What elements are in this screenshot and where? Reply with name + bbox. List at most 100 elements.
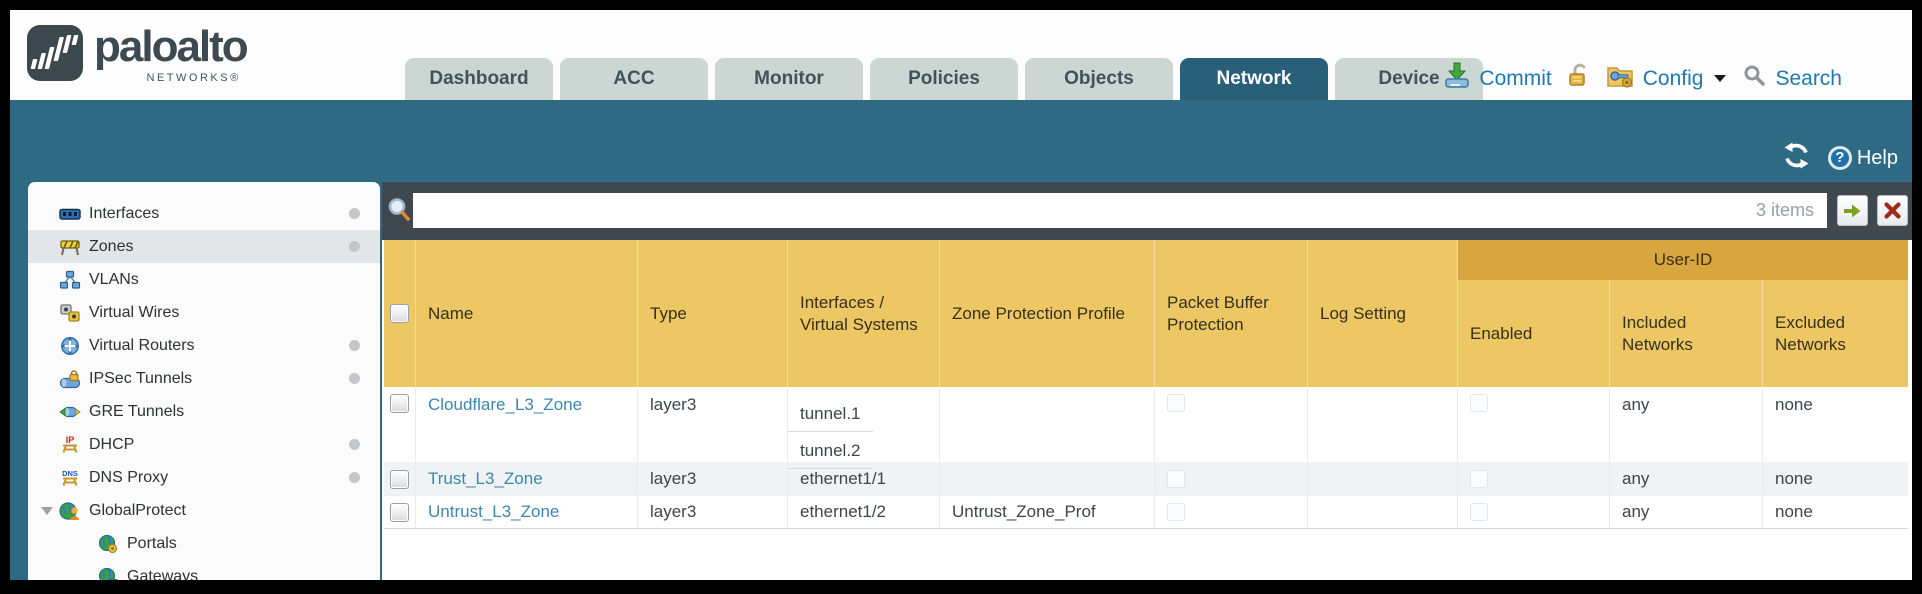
config-button[interactable]: Config xyxy=(1642,66,1704,90)
zone-name-link[interactable]: Trust_L3_Zone xyxy=(428,469,543,488)
select-all-checkbox[interactable] xyxy=(390,304,409,323)
logo-networks-text: NETWORKS® xyxy=(146,72,241,84)
column-header-excluded-networks[interactable]: Excluded Networks xyxy=(1775,312,1846,354)
sidebar-item-label: DHCP xyxy=(89,435,135,453)
excluded-networks-cell: none xyxy=(1775,469,1813,488)
zone-type-cell: layer3 xyxy=(638,463,788,495)
apply-filter-button[interactable] xyxy=(1837,195,1868,226)
column-header-packet-buffer-protection[interactable]: Packet Buffer Protection xyxy=(1155,240,1308,387)
packet-buffer-protection-checkbox[interactable] xyxy=(1167,503,1185,521)
gre-tunnels-icon xyxy=(58,402,82,422)
sidebar-item-dns-proxy[interactable]: DNS DNS Proxy xyxy=(28,461,380,494)
sidebar-item-gateways[interactable]: Gateways xyxy=(28,560,380,580)
sidebar-item-interfaces[interactable]: Interfaces xyxy=(28,197,380,230)
log-setting-cell xyxy=(1308,463,1458,495)
user-id-enabled-checkbox[interactable] xyxy=(1470,503,1488,521)
column-header-interfaces[interactable]: Interfaces / Virtual Systems xyxy=(788,240,940,387)
refresh-icon[interactable] xyxy=(1783,142,1810,174)
row-checkbox[interactable] xyxy=(390,502,409,522)
sidebar-item-label: VLANs xyxy=(89,270,139,288)
packet-buffer-protection-checkbox[interactable] xyxy=(1167,470,1185,488)
filter-search-icon xyxy=(387,197,412,228)
user-id-column-group: User-ID Enabled Included Networks Exclud… xyxy=(1458,240,1908,387)
row-checkbox[interactable] xyxy=(390,469,409,489)
sidebar-item-globalprotect[interactable]: GlobalProtect xyxy=(28,494,380,527)
sidebar-item-label: Virtual Routers xyxy=(89,336,195,354)
column-header-zone-protection-profile[interactable]: Zone Protection Profile xyxy=(940,240,1155,387)
lock-icon[interactable] xyxy=(1567,63,1591,95)
column-header-type[interactable]: Type xyxy=(638,240,788,387)
chevron-down-icon[interactable] xyxy=(1714,75,1727,82)
paloalto-logo: paloalto NETWORKS® xyxy=(26,22,249,88)
column-header-name[interactable]: Name xyxy=(416,240,638,387)
sidebar-item-label: Zones xyxy=(89,237,134,255)
included-networks-cell: any xyxy=(1610,387,1763,462)
table-row-cloudflare-l3-zone: Cloudflare_L3_Zone layer3 tunnel.1 tunne… xyxy=(384,387,1908,469)
commit-icon xyxy=(1444,62,1470,95)
vlans-icon xyxy=(58,270,82,290)
collapse-expander-icon[interactable] xyxy=(41,506,53,515)
green-arrow-icon xyxy=(1844,204,1861,217)
zone-interfaces-cell: ethernet1/2 xyxy=(788,496,940,528)
tab-acc[interactable]: ACC xyxy=(560,58,708,100)
sidebar-item-dhcp[interactable]: IP DHCP xyxy=(28,428,380,461)
sidebar-item-ipsec-tunnels[interactable]: IPSec Tunnels xyxy=(28,362,380,395)
tab-policies[interactable]: Policies xyxy=(870,58,1018,100)
red-x-icon xyxy=(1884,202,1901,219)
sidebar-item-label: DNS Proxy xyxy=(89,468,169,486)
main-content: 3 items Name Type Interfaces / Vir xyxy=(382,182,1912,580)
excluded-networks-cell: none xyxy=(1775,395,1813,414)
sidebar-item-vlans[interactable]: VLANs xyxy=(28,263,380,296)
user-id-enabled-checkbox[interactable] xyxy=(1470,470,1488,488)
zone-protection-profile-cell xyxy=(940,387,1155,462)
excluded-networks-cell: none xyxy=(1775,502,1813,521)
search-button[interactable]: Search xyxy=(1775,66,1842,90)
table-row-trust-l3-zone: Trust_L3_Zone layer3 ethernet1/1 any non… xyxy=(384,463,1908,496)
tab-network[interactable]: Network xyxy=(1180,58,1328,100)
zone-interfaces-cell: ethernet1/1 xyxy=(788,463,940,495)
sidebar-item-label: Portals xyxy=(127,534,177,552)
logo-wordmark: paloalto xyxy=(94,22,249,71)
tab-monitor[interactable]: Monitor xyxy=(715,58,863,100)
sidebar-item-label: Interfaces xyxy=(89,204,160,222)
dhcp-icon: IP xyxy=(58,435,82,455)
svg-text:IP: IP xyxy=(66,435,75,445)
zone-interfaces-cell: tunnel.1 tunnel.2 xyxy=(788,387,940,469)
gateways-icon xyxy=(96,567,120,580)
zone-name-link[interactable]: Untrust_L3_Zone xyxy=(428,502,560,521)
sidebar-item-portals[interactable]: Portals xyxy=(28,527,380,560)
sidebar-item-gre-tunnels[interactable]: GRE Tunnels xyxy=(28,395,380,428)
tab-dashboard[interactable]: Dashboard xyxy=(405,58,553,100)
interfaces-icon xyxy=(58,204,82,224)
sidebar-item-virtual-routers[interactable]: Virtual Routers xyxy=(28,329,380,362)
interface-entry: tunnel.2 xyxy=(788,432,873,469)
items-count: 3 items xyxy=(1755,200,1814,220)
row-checkbox[interactable] xyxy=(390,394,409,413)
clear-filter-button[interactable] xyxy=(1877,195,1908,226)
commit-button[interactable]: Commit xyxy=(1479,66,1552,90)
log-setting-cell xyxy=(1308,387,1458,462)
header-actions: Commit Config xyxy=(1444,62,1842,95)
status-dot xyxy=(349,208,360,219)
zones-table: Name Type Interfaces / Virtual Systems Z… xyxy=(384,240,1908,529)
network-sidebar: Interfaces Zones VLANs Virtual Wires xyxy=(28,182,380,580)
included-networks-cell: any xyxy=(1610,463,1763,495)
sidebar-item-zones[interactable]: Zones xyxy=(28,230,380,263)
status-dot xyxy=(349,472,360,483)
filter-input[interactable] xyxy=(413,193,1827,228)
packet-buffer-protection-checkbox[interactable] xyxy=(1167,394,1185,412)
help-icon: ? xyxy=(1827,146,1852,170)
user-id-group-header: User-ID xyxy=(1458,240,1908,280)
user-id-enabled-checkbox[interactable] xyxy=(1470,394,1488,412)
portals-icon xyxy=(96,534,120,554)
column-header-enabled[interactable]: Enabled xyxy=(1458,280,1610,387)
column-header-included-networks[interactable]: Included Networks xyxy=(1610,280,1763,387)
tab-objects[interactable]: Objects xyxy=(1025,58,1173,100)
help-button[interactable]: ? Help xyxy=(1827,146,1898,170)
filter-toolbar: 3 items xyxy=(382,182,1912,240)
zones-icon xyxy=(58,237,82,257)
zone-name-link[interactable]: Cloudflare_L3_Zone xyxy=(428,395,583,414)
zone-protection-profile-cell xyxy=(940,463,1155,495)
column-header-log-setting[interactable]: Log Setting xyxy=(1308,240,1458,387)
sidebar-item-virtual-wires[interactable]: Virtual Wires xyxy=(28,296,380,329)
